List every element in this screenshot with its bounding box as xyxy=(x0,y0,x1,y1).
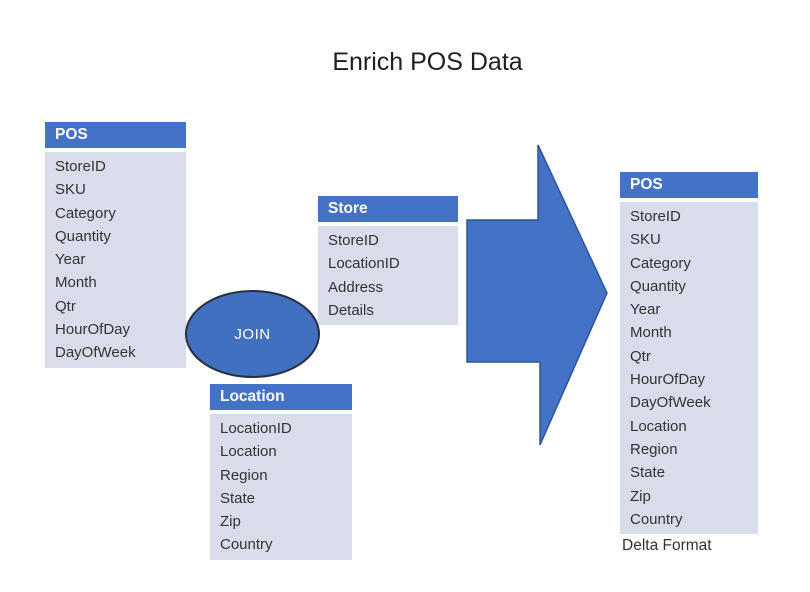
table-field: SKU xyxy=(55,181,86,199)
table-pos-source-title: POS xyxy=(55,126,88,143)
join-ellipse-shape xyxy=(185,290,320,378)
table-field: Month xyxy=(55,274,97,292)
right-arrow-shape xyxy=(466,144,608,446)
table-store-header: Store xyxy=(318,196,458,222)
table-field: Category xyxy=(630,254,691,272)
table-field: Zip xyxy=(220,513,241,531)
table-location-title: Location xyxy=(220,388,285,405)
table-field: Year xyxy=(630,301,661,319)
join-ellipse xyxy=(185,290,320,378)
table-store-title: Store xyxy=(328,200,368,217)
table-field: HourOfDay xyxy=(55,321,131,339)
table-field: Qtr xyxy=(55,297,76,315)
table-field: StoreID xyxy=(55,158,106,175)
table-field: Quantity xyxy=(630,277,686,295)
table-field: LocationID xyxy=(220,420,292,437)
table-location-header: Location xyxy=(210,384,352,410)
table-field: Qtr xyxy=(630,347,651,365)
table-field: Zip xyxy=(630,487,651,505)
table-pos-enriched-title: POS xyxy=(630,176,663,193)
table-field: Details xyxy=(328,301,374,319)
table-field: Month xyxy=(630,324,672,342)
table-field: Country xyxy=(630,510,683,528)
table-field: StoreID xyxy=(328,232,379,249)
output-format-caption: Delta Format xyxy=(622,537,712,554)
table-field: HourOfDay xyxy=(630,371,706,389)
table-field: Address xyxy=(328,278,384,296)
page-title: Enrich POS Data xyxy=(332,48,523,76)
right-arrow-polygon xyxy=(466,144,608,446)
table-pos-enriched-header: POS xyxy=(620,172,758,198)
table-field: LocationID xyxy=(328,255,400,273)
table-field: State xyxy=(630,464,666,482)
table-field: Country xyxy=(220,536,273,554)
table-field: Quantity xyxy=(55,227,111,245)
table-field: SKU xyxy=(630,231,661,249)
table-field: Region xyxy=(220,466,268,484)
join-label: JOIN xyxy=(234,325,271,343)
table-field: DayOfWeek xyxy=(55,344,136,362)
table-field: Region xyxy=(630,440,678,458)
table-field: Location xyxy=(630,417,687,435)
table-field: Year xyxy=(55,251,86,269)
table-field: State xyxy=(220,489,256,507)
table-field: StoreID xyxy=(630,208,681,225)
table-field: Category xyxy=(55,204,116,222)
table-pos-source-header: POS xyxy=(45,122,186,148)
table-field: DayOfWeek xyxy=(630,394,711,412)
table-field: Location xyxy=(220,443,277,461)
